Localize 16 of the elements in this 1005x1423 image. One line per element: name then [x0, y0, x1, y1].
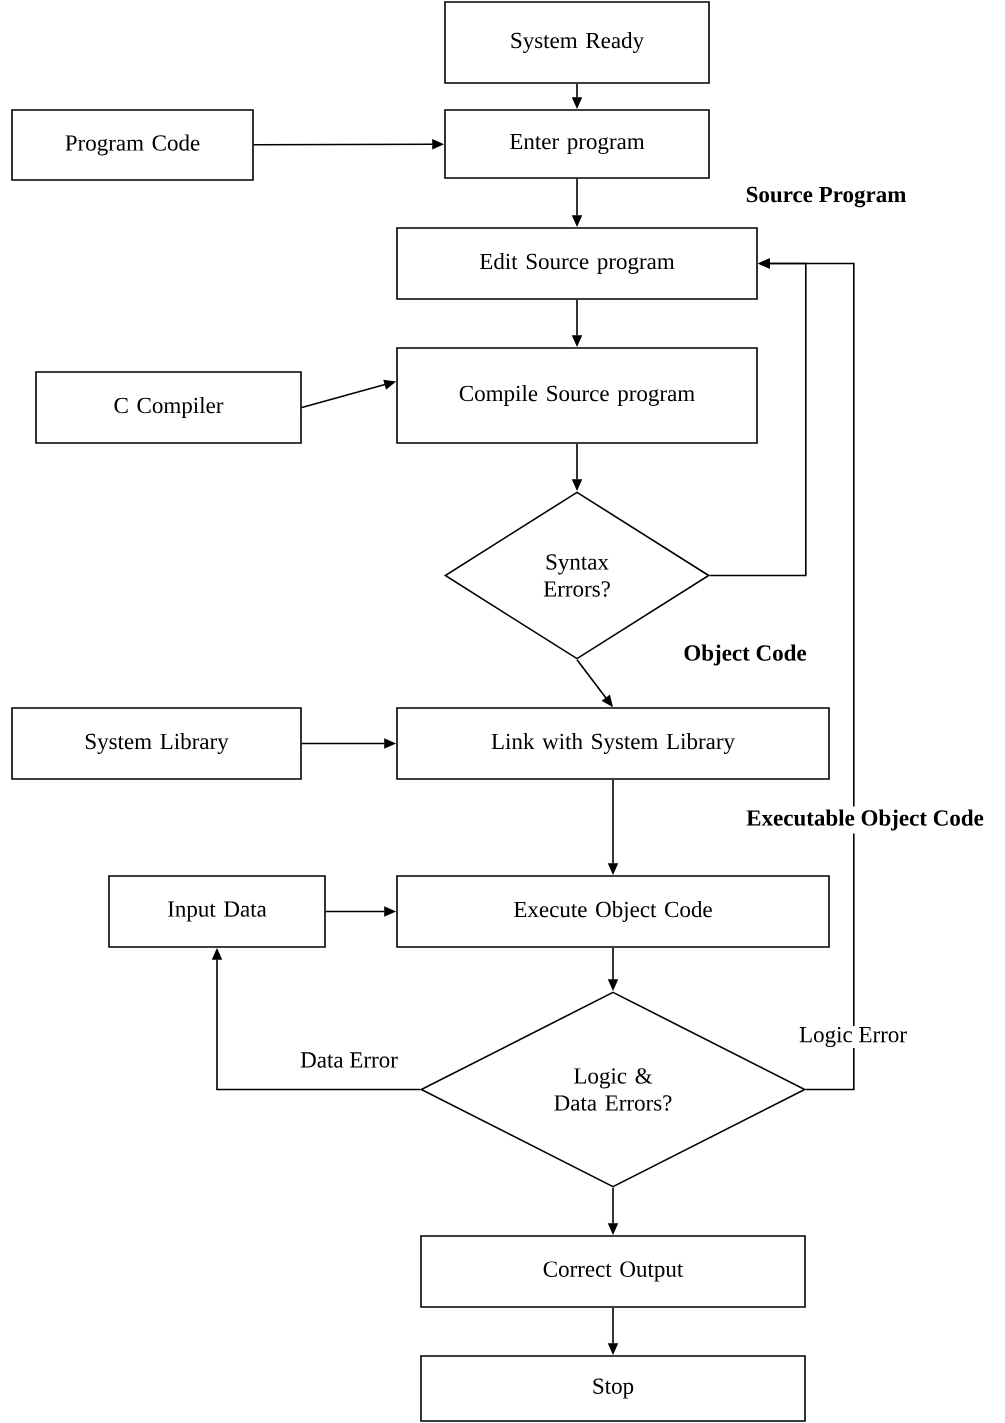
- flow-label: Executable Object Code: [743, 806, 987, 834]
- process-box: System Ready: [444, 1, 710, 84]
- process-box: Compile Source program: [396, 347, 758, 444]
- process-box: Enter program: [444, 109, 710, 179]
- process-box: Stop: [420, 1355, 806, 1422]
- process-box: Edit Source program: [396, 227, 758, 300]
- process-box: Correct Output: [420, 1235, 806, 1308]
- process-box: System Library: [11, 707, 302, 780]
- process-box: C Compiler: [35, 371, 302, 444]
- edge-label: Data Error: [299, 1051, 399, 1069]
- edge-label: Logic Error: [798, 1025, 908, 1049]
- process-box: Execute Object Code: [396, 875, 830, 948]
- process-box: Program Code: [11, 109, 254, 181]
- process-box: Link with System Library: [396, 707, 830, 780]
- process-box: Input Data: [108, 875, 326, 948]
- flow-label: Source Program: [742, 183, 910, 211]
